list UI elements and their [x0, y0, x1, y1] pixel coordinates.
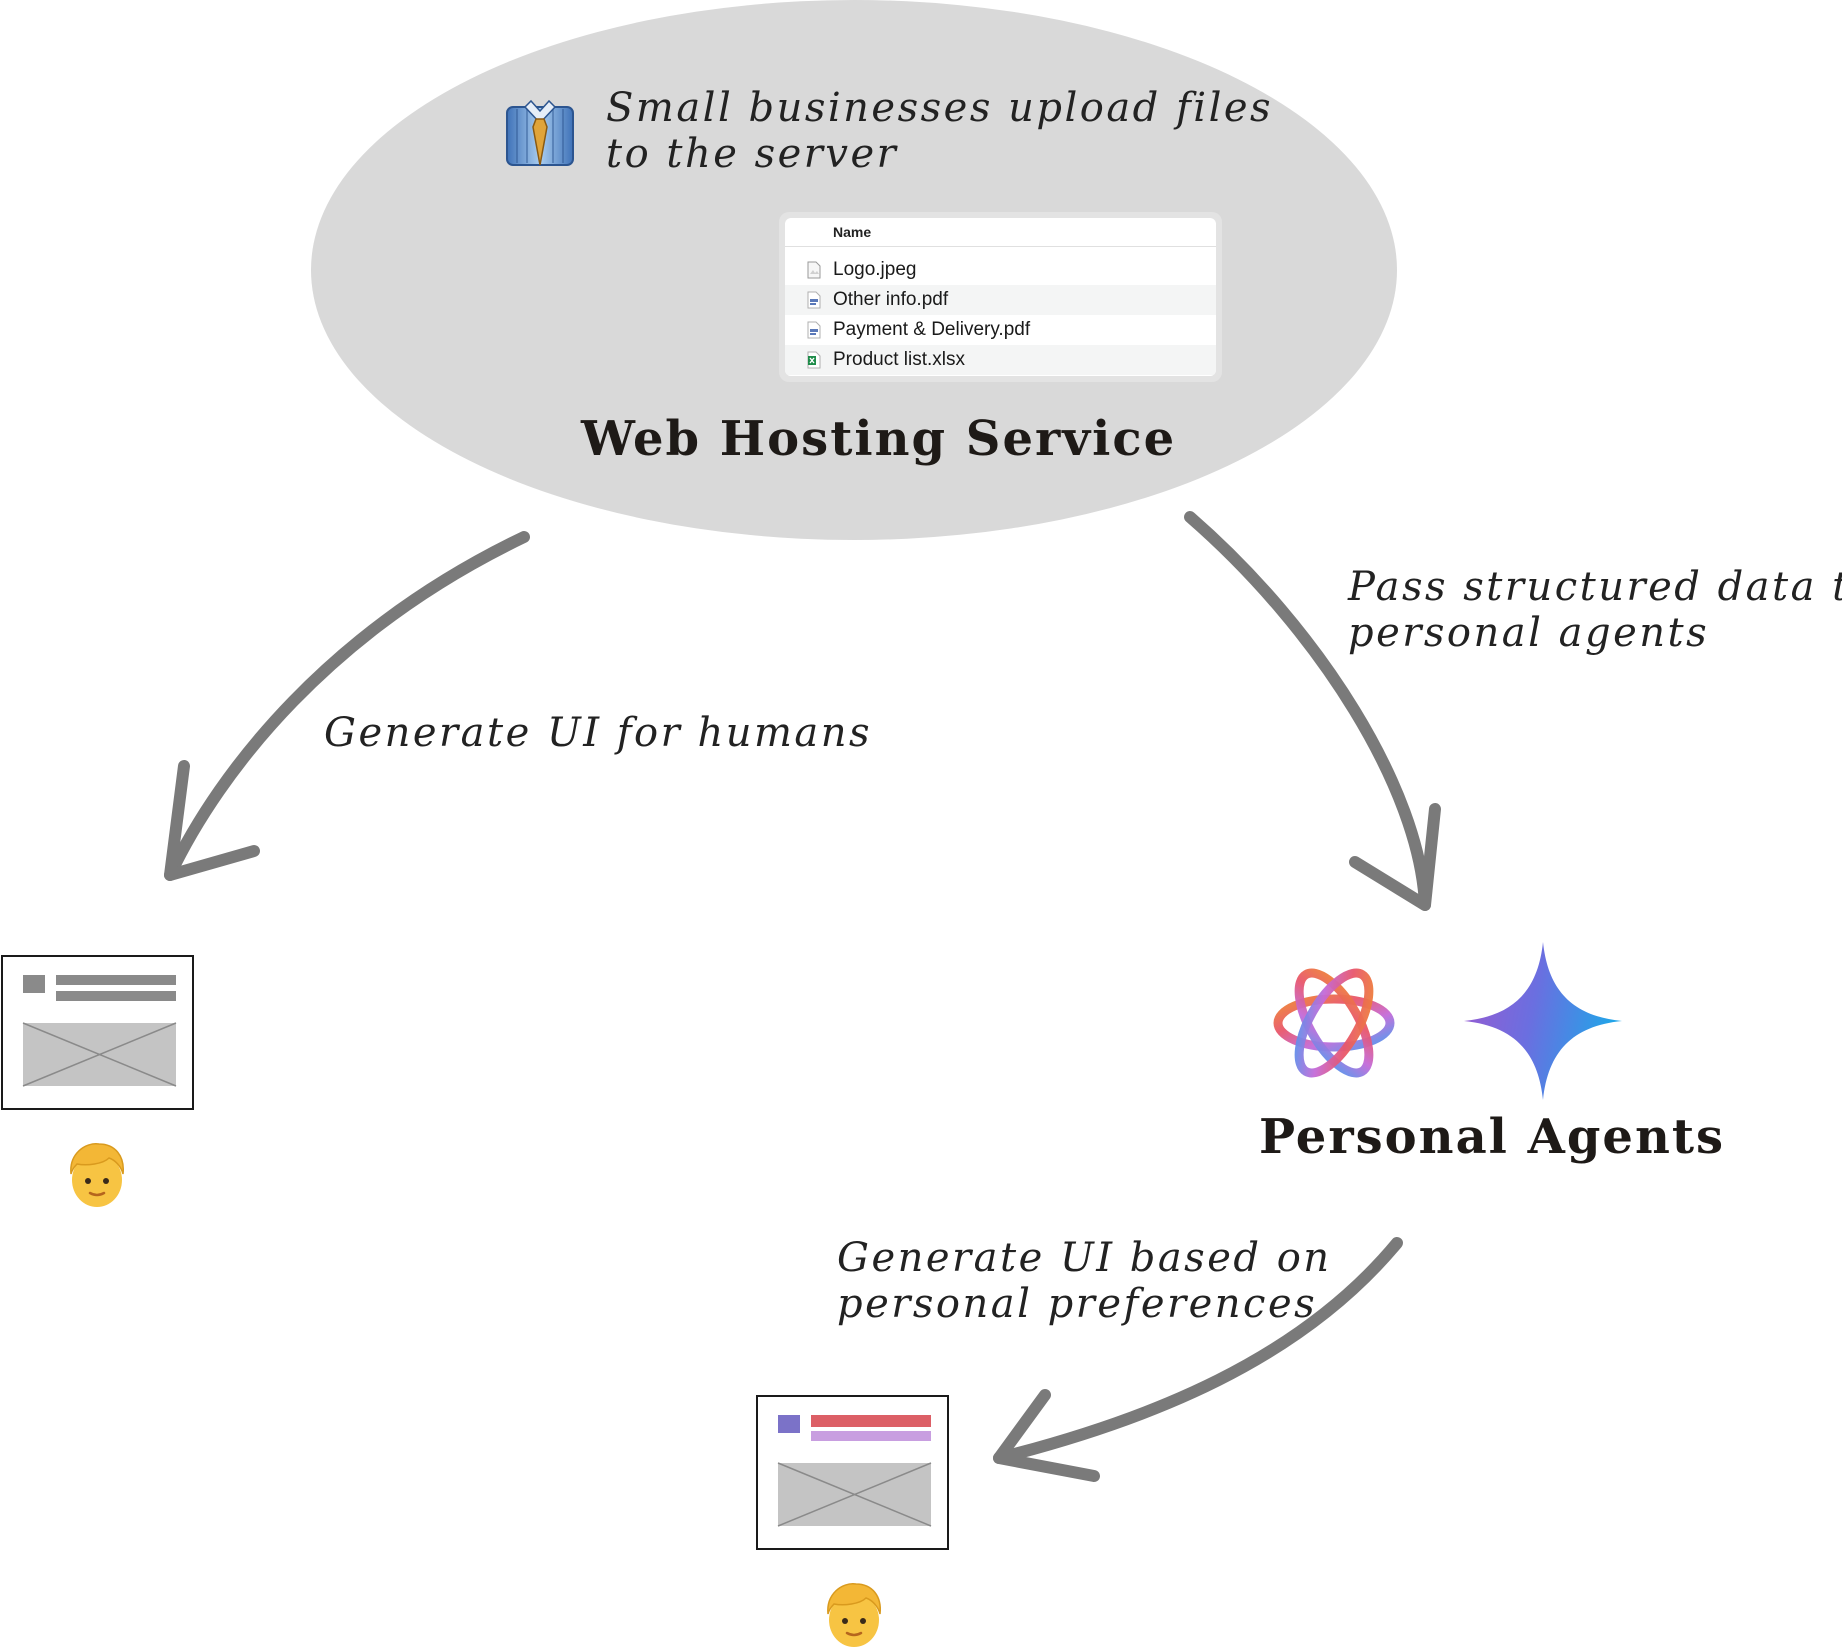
business-shirt-icon [505, 97, 575, 167]
pdf-file-icon [807, 291, 821, 309]
wireframe-logo-block [23, 975, 45, 993]
upload-note-line2: to the server [606, 131, 1273, 177]
to-humans-label: Generate UI for humans [324, 710, 872, 756]
wireframe-logo-block [778, 1415, 800, 1433]
gemini-sparkle-icon [1462, 940, 1624, 1102]
file-row-product-list[interactable]: Product list.xlsx [785, 345, 1216, 375]
file-name: Product list.xlsx [833, 349, 965, 371]
wireframe-subtitle-bar [811, 1431, 931, 1441]
image-file-icon [807, 261, 821, 279]
personalized-label: Generate UI based on personal preference… [837, 1235, 1332, 1327]
wireframe-content [758, 1397, 947, 1548]
file-name: Payment & Delivery.pdf [833, 319, 1030, 341]
to-agents-line1: Pass structured data to [1348, 564, 1842, 610]
file-row-payment-delivery[interactable]: Payment & Delivery.pdf [785, 315, 1216, 345]
file-name: Other info.pdf [833, 289, 948, 311]
personalized-user-icon [822, 1580, 886, 1650]
personalized-ui-wireframe [756, 1395, 949, 1550]
arrow-to-humans [170, 537, 524, 875]
excel-file-icon [807, 351, 821, 369]
personalized-line1: Generate UI based on [837, 1235, 1332, 1281]
wireframe-content [3, 957, 192, 1108]
file-row-other-info[interactable]: Other info.pdf [785, 285, 1216, 315]
name-column-header[interactable]: Name [785, 218, 1216, 247]
human-user-icon [65, 1140, 129, 1210]
apple-intelligence-icon [1268, 960, 1400, 1086]
upload-note-line1: Small businesses upload files [606, 85, 1273, 131]
file-name: Logo.jpeg [833, 259, 916, 281]
personal-agents-title: Personal Agents [1259, 1109, 1725, 1165]
to-agents-label: Pass structured data to personal agents [1348, 564, 1842, 656]
file-row-logo[interactable]: Logo.jpeg [785, 255, 1216, 285]
wireframe-subtitle-bar [56, 991, 176, 1001]
to-agents-line2: personal agents [1348, 610, 1842, 656]
wireframe-title-bar [811, 1415, 931, 1427]
web-hosting-title: Web Hosting Service [581, 411, 1176, 467]
pdf-file-icon [807, 321, 821, 339]
personalized-line2: personal preferences [837, 1281, 1332, 1327]
wireframe-title-bar [56, 975, 176, 985]
generic-ui-wireframe [1, 955, 194, 1110]
upload-note: Small businesses upload files to the ser… [606, 85, 1273, 177]
file-browser: Name Logo.jpeg Other info.pdf [779, 212, 1222, 382]
